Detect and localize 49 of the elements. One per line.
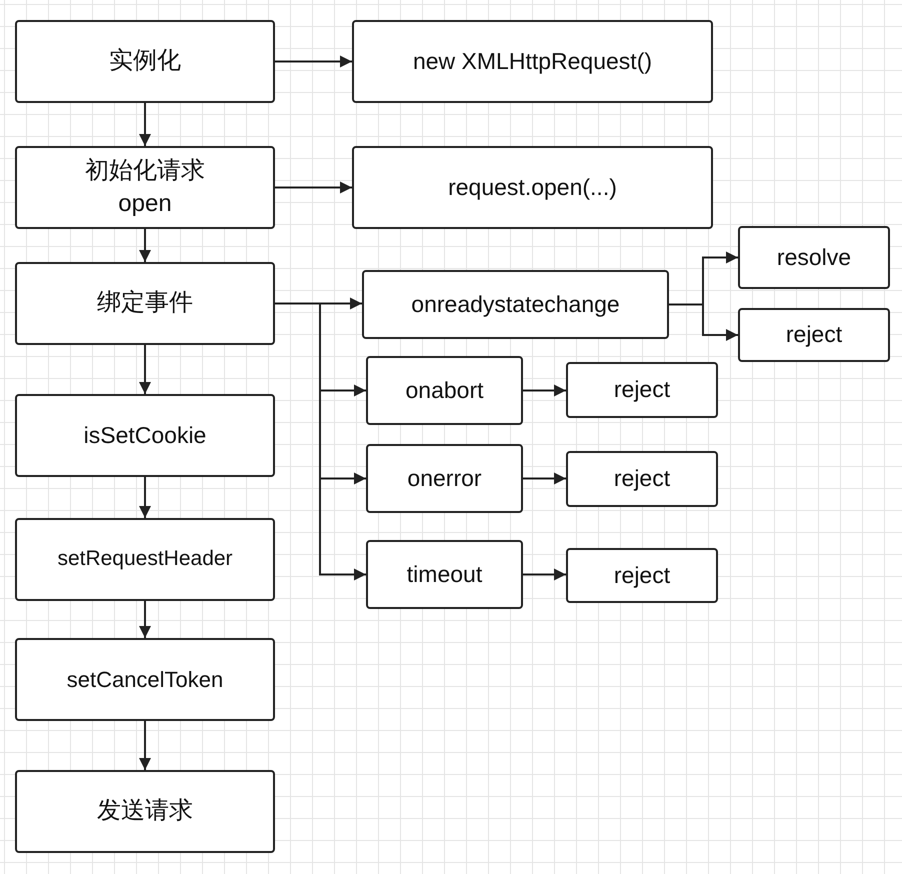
node-label: resolve — [776, 242, 852, 272]
arrow — [139, 345, 151, 394]
node-label: new XMLHttpRequest() — [412, 46, 652, 76]
arrow — [139, 721, 151, 770]
node-label: isSetCookie — [84, 420, 206, 450]
node-label: setCancelToken — [66, 666, 224, 694]
arrow — [669, 304, 738, 341]
node-label: 初始化请求 open — [84, 156, 206, 218]
node-label: onabort — [405, 376, 484, 405]
arrow — [275, 302, 366, 580]
node-label: request.open(...) — [448, 172, 617, 202]
process-box — [15, 638, 275, 721]
arrow — [523, 384, 566, 396]
process-box — [352, 146, 713, 229]
process-box — [352, 20, 713, 103]
process-box — [566, 362, 718, 418]
arrow — [523, 568, 566, 580]
node-label: timeout — [406, 560, 482, 589]
process-box — [15, 20, 275, 103]
process-box — [366, 444, 523, 513]
node-label: onreadystatechange — [411, 290, 620, 319]
arrow — [139, 229, 151, 262]
node-label: 发送请求 — [97, 796, 193, 826]
process-box — [366, 540, 523, 609]
node-label: reject — [614, 464, 670, 494]
process-box — [15, 394, 275, 477]
process-box — [738, 226, 890, 289]
process-box — [366, 356, 523, 425]
arrow — [275, 182, 352, 194]
process-box — [15, 770, 275, 853]
node-label: setRequestHeader — [57, 546, 233, 572]
process-box — [738, 308, 890, 362]
process-box — [362, 270, 669, 339]
arrow — [275, 56, 352, 68]
arrow — [139, 601, 151, 638]
node-label: onerror — [407, 464, 482, 493]
node-label: 绑定事件 — [97, 288, 193, 318]
node-label: 实例化 — [109, 46, 181, 76]
process-box — [15, 146, 275, 229]
node-label: reject — [614, 560, 670, 590]
arrow — [139, 477, 151, 518]
process-box — [15, 262, 275, 345]
node-label: reject — [786, 320, 842, 350]
process-box — [15, 518, 275, 601]
arrow — [523, 472, 566, 484]
process-box — [566, 451, 718, 507]
node-label: reject — [614, 375, 670, 404]
process-box — [566, 548, 718, 603]
arrow — [139, 103, 151, 146]
